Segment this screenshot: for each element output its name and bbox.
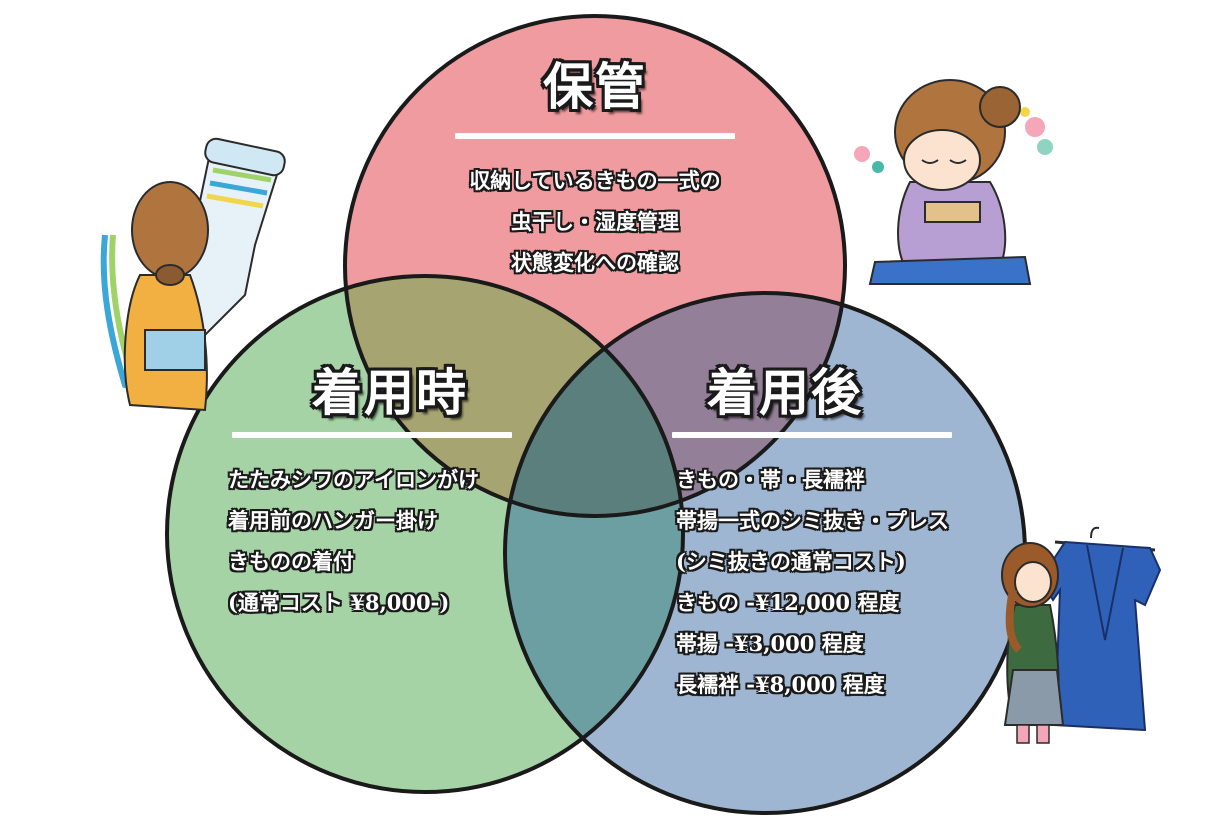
woman-with-hanging-kimono-illustration: [995, 520, 1170, 750]
storage-title: 保管: [495, 62, 695, 112]
after-wearing-divider: [672, 432, 952, 438]
wearing-divider: [232, 432, 512, 438]
wearing-item: たたみシワのアイロンがけ: [228, 459, 479, 500]
after-wearing-item: きもの -¥12,000 程度: [676, 582, 949, 623]
storage-list: 収納しているきもの一式の 虫干し・湿度管理 状態変化への確認: [440, 160, 750, 283]
storage-item: 状態変化への確認: [440, 242, 750, 283]
wearing-item: きものの着付: [228, 541, 479, 582]
after-wearing-item: 帯揚一式のシミ抜き・プレス: [676, 500, 949, 541]
after-wearing-title: 着用後: [685, 368, 885, 418]
after-wearing-item: 帯揚 -¥3,000 程度: [676, 623, 949, 664]
storage-item: 虫干し・湿度管理: [440, 201, 750, 242]
wearing-title: 着用時: [290, 368, 490, 418]
bowing-woman-illustration: [850, 72, 1070, 290]
after-wearing-item: 長襦袢 -¥8,000 程度: [676, 664, 949, 705]
after-wearing-item: きもの・帯・長襦袢: [676, 459, 949, 500]
storage-item: 収納しているきもの一式の: [440, 160, 750, 201]
wearing-item: 着用前のハンガー掛け: [228, 500, 479, 541]
storage-divider: [455, 133, 735, 139]
after-wearing-list: きもの・帯・長襦袢 帯揚一式のシミ抜き・プレス (シミ抜きの通常コスト) きもの…: [676, 459, 949, 705]
wearing-list: たたみシワのアイロンがけ 着用前のハンガー掛け きものの着付 (通常コスト ¥8…: [228, 459, 479, 623]
after-wearing-item: (シミ抜きの通常コスト): [676, 541, 949, 582]
woman-with-fabric-roll-illustration: [95, 135, 295, 425]
wearing-item: (通常コスト ¥8,000-): [228, 582, 479, 623]
